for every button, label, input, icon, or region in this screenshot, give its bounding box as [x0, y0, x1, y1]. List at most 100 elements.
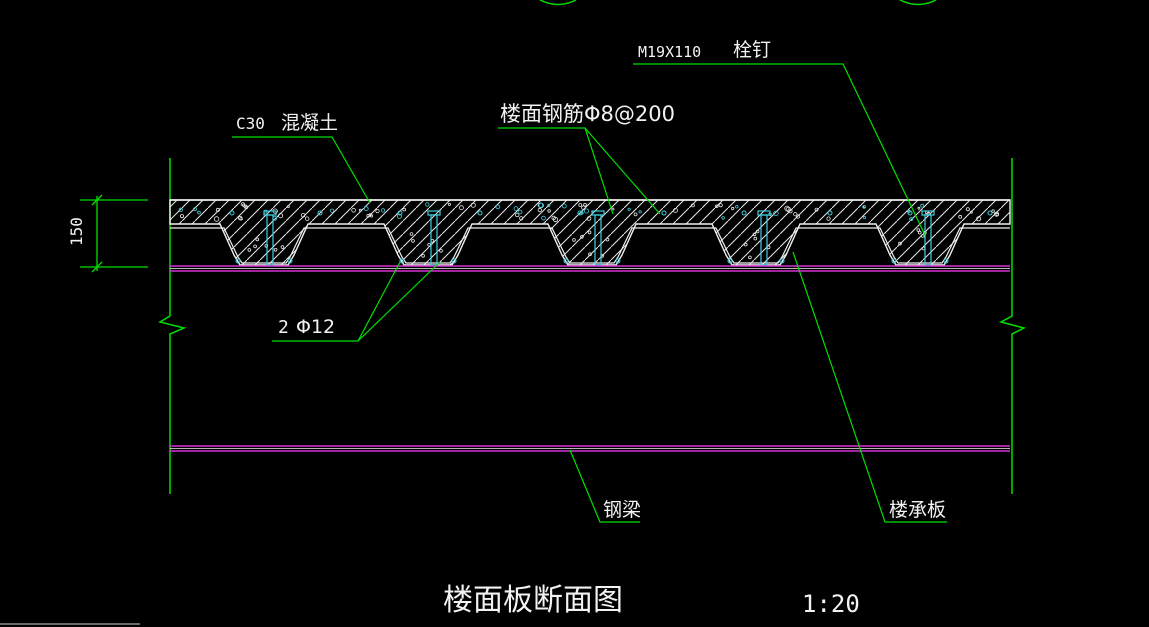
aggregate-dot: [239, 217, 243, 221]
steel-beam-label: 钢梁: [603, 499, 641, 521]
rebar-circle-icon: [229, 210, 235, 216]
steel-beam-top-flange: [170, 265, 1010, 272]
rebar-circle-icon: [891, 258, 897, 264]
drawing-title: 楼面板断面图: [443, 583, 623, 618]
aggregate-dot: [916, 228, 921, 232]
aggregate-dot: [752, 232, 757, 237]
rebar-circle-icon: [563, 258, 569, 264]
aggregate-dot: [958, 214, 963, 219]
aggregate-dot: [748, 255, 752, 260]
aggregate-dot: [578, 203, 583, 207]
aggregate-dot: [537, 202, 544, 208]
aggregate-dot: [773, 210, 779, 217]
top-arc-right: [899, 0, 937, 6]
rebar-circle-icon: [397, 210, 403, 216]
aggregate-dot: [753, 236, 758, 241]
aggregate-dot: [421, 254, 425, 258]
rebar-circle-icon: [615, 258, 621, 264]
aggregate-dot: [588, 252, 592, 257]
aggregate-dot: [178, 207, 183, 212]
dimension-150: [80, 194, 148, 273]
rebar-circle-icon: [943, 258, 949, 264]
aggregate-dot: [439, 249, 443, 253]
aggregate-dot: [197, 210, 201, 215]
rebar-circle-icon: [451, 258, 457, 264]
rebar-circle-icon: [399, 258, 405, 264]
aggregate-dot: [425, 202, 430, 207]
rebar-circle-icon: [577, 210, 583, 216]
aggregate-dot: [547, 203, 551, 207]
aggregate-dot: [572, 238, 576, 242]
shear-studs: [263, 210, 935, 266]
rebar-circle-icon: [727, 258, 733, 264]
aggregate-dot: [537, 207, 542, 213]
rebar-circle-icon: [741, 210, 747, 216]
aggregate-dot: [920, 234, 925, 238]
aggregate-dot: [552, 216, 559, 223]
aggregate-dot: [995, 212, 999, 217]
aggregate-dot: [519, 216, 524, 221]
rebar-circle-icon: [987, 210, 993, 216]
rebar-group: [229, 210, 993, 264]
aggregate-dot: [638, 210, 642, 214]
aggregate-dot: [898, 241, 902, 246]
aggregate-dot: [994, 211, 1000, 217]
aggregate-dot: [213, 216, 220, 222]
left-boundary: [158, 158, 187, 494]
stud-spec-label: M19X110: [638, 43, 701, 61]
bottom-bar-spec-label: Φ12: [296, 316, 335, 338]
deck-label: 楼承板: [889, 499, 946, 521]
aggregate-dot: [627, 207, 631, 211]
rebar-circle-icon: [235, 258, 241, 264]
aggregate-dot: [715, 204, 719, 208]
aggregate-dot: [970, 210, 973, 214]
leader-lines: [232, 63, 947, 523]
shear-stud: [757, 210, 771, 266]
aggregate-dot: [517, 209, 523, 215]
aggregate-dot: [862, 205, 866, 209]
aggregate-dot: [358, 208, 362, 212]
drawing-scale: 1:20: [802, 590, 860, 618]
concrete-slab: [169, 199, 1011, 266]
rebar-circle-icon: [661, 210, 667, 216]
aggregate-dot: [515, 212, 520, 218]
aggregate-dot: [547, 209, 551, 213]
deck-plate-profile: [170, 227, 1010, 264]
rebar-circle-icon: [287, 258, 293, 264]
aggregate-dot: [991, 209, 995, 213]
shear-stud: [591, 210, 605, 266]
aggregate-dot: [351, 208, 356, 213]
aggregate-dot: [247, 248, 252, 252]
aggregate-dot: [286, 205, 290, 209]
aggregate-dot: [470, 202, 476, 208]
aggregate-dot: [561, 203, 567, 209]
aggregate-dot: [862, 215, 867, 220]
aggregate-dot: [587, 230, 592, 235]
aggregate-dot: [965, 207, 970, 212]
aggregate-dot: [495, 204, 501, 210]
aggregate-dot: [409, 232, 414, 236]
shear-stud: [427, 210, 441, 266]
stud-name-label: 栓钉: [733, 39, 771, 61]
aggregate-dot: [917, 206, 921, 210]
aggregate-dot: [788, 209, 793, 214]
zigzag-break-icon: [998, 158, 1027, 494]
aggregate-dot: [743, 242, 748, 247]
aggregate-dot: [795, 214, 801, 219]
aggregate-dot: [586, 216, 592, 221]
aggregate-dot: [244, 205, 249, 209]
aggregate-dot: [458, 205, 464, 211]
rebar-circle-icon: [827, 210, 833, 216]
shear-stud: [921, 210, 935, 266]
aggregate-dot: [329, 208, 335, 213]
aggregate-dot: [300, 213, 306, 218]
aggregate-dot: [273, 248, 278, 252]
aggregate-dot: [755, 229, 760, 234]
rebar-label: 楼面钢筋Φ8@200: [500, 102, 675, 126]
aggregate-dot: [513, 206, 519, 212]
aggregate-dot: [721, 216, 725, 220]
aggregate-dot: [363, 206, 369, 212]
aggregate-dot: [380, 208, 386, 213]
aggregate-dot: [278, 213, 284, 219]
